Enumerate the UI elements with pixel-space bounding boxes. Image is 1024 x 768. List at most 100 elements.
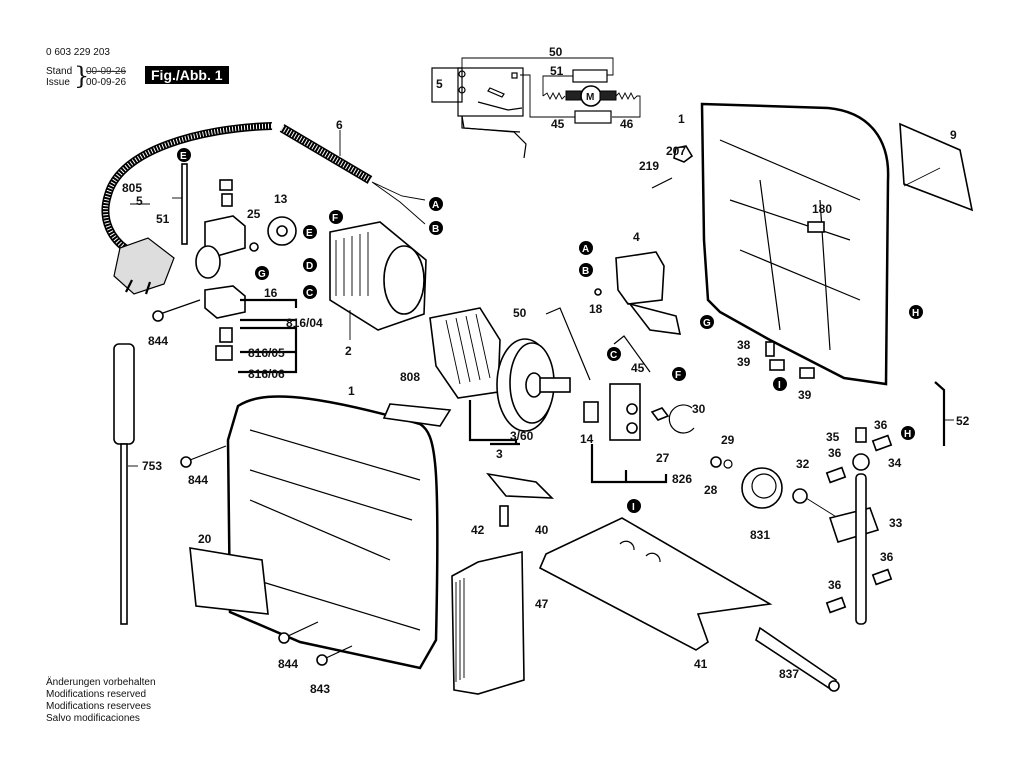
- part-label: 32: [796, 457, 810, 471]
- svg-text:F: F: [332, 213, 338, 224]
- footer-line-es: Salvo modificaciones: [46, 713, 140, 724]
- part-label: 28: [704, 483, 718, 497]
- part-label: 34: [888, 456, 902, 470]
- part-label: 3/60: [510, 429, 534, 443]
- issue-label: Issue: [46, 77, 70, 88]
- part-label: 1: [348, 384, 355, 398]
- part-label: 20: [198, 532, 212, 546]
- washer-25: [249, 242, 259, 252]
- armature-shaft: [539, 377, 571, 393]
- part-label: 29: [721, 433, 735, 447]
- holder-hole: [626, 422, 638, 434]
- part-label: 9: [950, 128, 957, 142]
- footer-line-fr: Modifications reservees: [46, 701, 152, 712]
- part-label: 25: [247, 207, 261, 221]
- part-label: 5: [136, 194, 143, 208]
- part-label: 27: [656, 451, 670, 465]
- pin-36: [871, 568, 893, 586]
- screw-844-shaft: [159, 299, 201, 315]
- resistor-45-46: [574, 110, 612, 124]
- leader: [805, 497, 839, 519]
- part-label: 826: [672, 472, 692, 486]
- motor-field-left: [565, 90, 583, 101]
- brace-glyph: }: [74, 62, 90, 90]
- part-label: 16: [264, 286, 278, 300]
- holder-hole: [626, 403, 638, 415]
- brush-holder-ring: [195, 245, 221, 279]
- motor-label: M: [586, 92, 594, 103]
- brush-top: [221, 193, 233, 207]
- stator-laminations: [335, 232, 369, 296]
- wire-45-label: 45: [551, 117, 565, 131]
- part-label: 753: [142, 459, 162, 473]
- figure-label: Fig./Abb. 1: [145, 66, 229, 84]
- plug-pins: [125, 279, 152, 295]
- svg-text:I: I: [778, 380, 781, 391]
- svg-text:F: F: [675, 370, 681, 381]
- marker-h: H: [909, 305, 923, 319]
- marker-i: I: [627, 499, 641, 513]
- svg-text:H: H: [904, 429, 911, 440]
- screw-18: [594, 288, 602, 296]
- nut-39b: [799, 367, 815, 379]
- screw-844c-head: [278, 632, 290, 644]
- svg-text:B: B: [432, 224, 439, 235]
- screw-843-head: [316, 654, 328, 666]
- brush-holder-assembly: [130, 163, 298, 374]
- wire-46-label: 46: [620, 117, 634, 131]
- part-label: 13: [274, 192, 288, 206]
- pin-38: [765, 341, 775, 357]
- cord-cable-fill: [102, 123, 273, 253]
- pin-36: [871, 434, 893, 452]
- svg-text:E: E: [306, 228, 313, 239]
- part-label: 843: [310, 682, 330, 696]
- marker-d: D: [303, 258, 317, 272]
- brush-lower: [219, 327, 233, 343]
- part-label: 14: [580, 432, 594, 446]
- part-label: 40: [535, 523, 549, 537]
- label-180: [807, 221, 825, 233]
- cover-20: [189, 547, 269, 615]
- part-label: 33: [889, 516, 903, 530]
- hex-key-52: [934, 381, 946, 446]
- svg-text:E: E: [180, 151, 187, 162]
- screw-219: [651, 177, 673, 189]
- clamp-207: [673, 145, 694, 163]
- part-label: 36: [880, 550, 894, 564]
- marker-a: A: [429, 197, 443, 211]
- screw-35: [855, 427, 867, 443]
- footer-line-de: Änderungen vorbehalten: [46, 677, 156, 688]
- plunger-rod: [855, 473, 867, 625]
- switch-housing: [431, 67, 463, 103]
- part-label: 47: [535, 597, 549, 611]
- part-label: 2: [345, 344, 352, 358]
- part-label: 42: [471, 523, 485, 537]
- marker-i: I: [773, 377, 787, 391]
- armature-windings: [445, 313, 491, 385]
- marker-f: F: [672, 367, 686, 381]
- base-plate-slots: [619, 540, 661, 563]
- switch-4: [545, 251, 682, 381]
- part-label: 52: [956, 414, 970, 428]
- screwdriver-shaft: [120, 443, 128, 625]
- stand-label: Stand: [46, 66, 73, 77]
- wire-51-label: 51: [550, 64, 564, 78]
- marker-h: H: [901, 426, 915, 440]
- part-label: 831: [750, 528, 770, 542]
- pin-36: [825, 466, 847, 484]
- base-plate-41: [538, 517, 773, 651]
- bearing-plate-826: [583, 383, 733, 484]
- part-label: 50: [513, 306, 527, 320]
- field-stator-2: [329, 221, 427, 340]
- part-label: 51: [156, 212, 170, 226]
- bracket-3: [468, 400, 520, 446]
- wire-50-part: [545, 307, 591, 381]
- guide-33: [828, 507, 880, 543]
- brush-spring-top: [219, 179, 233, 191]
- bearing-13-bore: [276, 225, 288, 237]
- part-label: 844: [278, 657, 298, 671]
- part-label: 36: [828, 578, 842, 592]
- ball-34: [852, 453, 870, 471]
- base-plate-assembly: [451, 472, 840, 695]
